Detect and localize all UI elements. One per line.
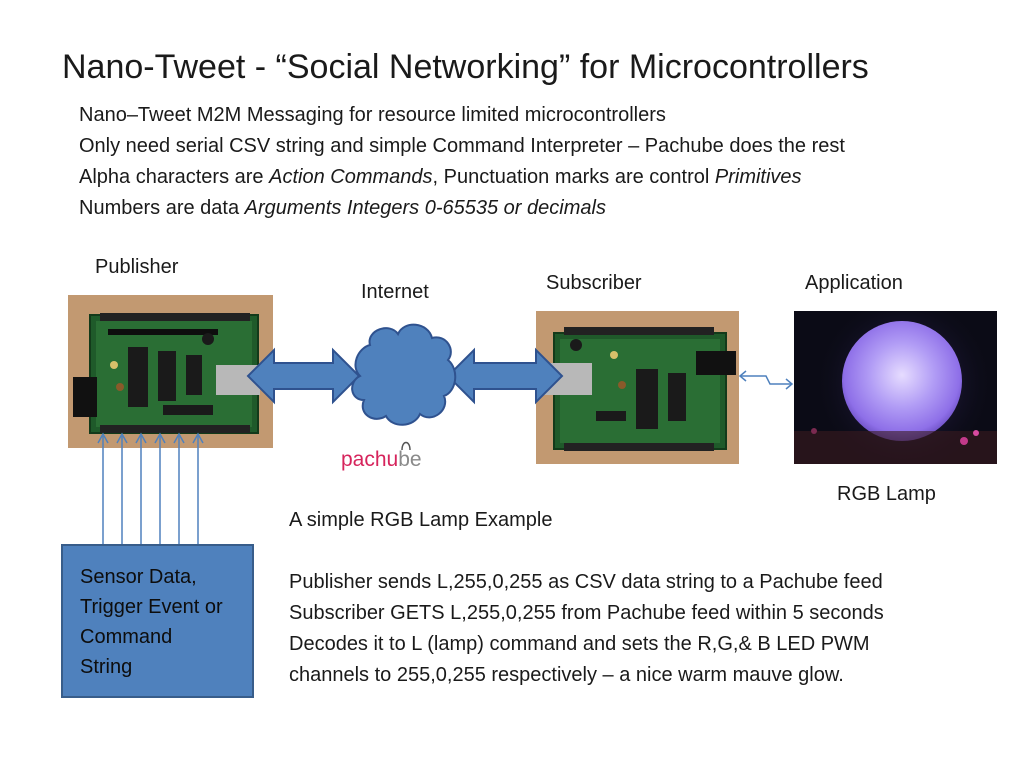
sensor-box-line-3: Command bbox=[80, 626, 173, 648]
internet-cloud-icon bbox=[351, 323, 457, 426]
small-double-arrow bbox=[738, 370, 794, 390]
intro-line-4-a: Numbers are data bbox=[79, 197, 245, 219]
pachube-logo-hook-icon bbox=[401, 441, 411, 451]
intro-text: Nano–Tweet M2M Messaging for resource li… bbox=[79, 100, 845, 224]
publisher-label: Publisher bbox=[95, 256, 179, 278]
intro-line-4: Numbers are data Arguments Integers 0-65… bbox=[79, 193, 845, 224]
pachube-logo-part2: be bbox=[398, 448, 422, 471]
sensor-data-box: Sensor Data, Trigger Event or Command St… bbox=[61, 544, 254, 698]
pachube-logo: pachube bbox=[341, 448, 422, 472]
notes-line-1: A simple RGB Lamp Example bbox=[289, 509, 553, 531]
sensor-box-line-1: Sensor Data, bbox=[80, 566, 197, 588]
intro-line-2: Only need serial CSV string and simple C… bbox=[79, 135, 845, 157]
application-label: Application bbox=[805, 272, 903, 294]
sensor-box-line-2: Trigger Event or bbox=[80, 596, 223, 618]
intro-line-1: Nano–Tweet M2M Messaging for resource li… bbox=[79, 104, 666, 126]
intro-line-4-b: Arguments Integers 0-65535 or decimals bbox=[244, 197, 606, 219]
rgb-lamp-label: RGB Lamp bbox=[837, 483, 936, 505]
intro-line-3-b: Action Commands bbox=[269, 166, 433, 188]
slide-title: Nano-Tweet - “Social Networking” for Mic… bbox=[62, 48, 869, 86]
intro-line-3-a: Alpha characters are bbox=[79, 166, 270, 188]
notes-line-4: Subscriber GETS L,255,0,255 from Pachube… bbox=[289, 602, 884, 624]
notes-line-2 bbox=[289, 536, 884, 567]
notes-line-5: Decodes it to L (lamp) command and sets … bbox=[289, 633, 870, 655]
right-double-arrow bbox=[446, 347, 564, 405]
rgb-lamp-photo bbox=[794, 311, 997, 464]
intro-line-3-c: , Punctuation marks are control bbox=[432, 166, 715, 188]
subscriber-board-photo bbox=[536, 311, 739, 464]
internet-label: Internet bbox=[361, 281, 429, 303]
sensor-box-line-4: String bbox=[80, 656, 133, 678]
intro-line-3-d: Primitives bbox=[714, 166, 802, 188]
sensor-input-arrows bbox=[97, 432, 204, 544]
example-notes: A simple RGB Lamp Example Publisher send… bbox=[289, 505, 884, 691]
left-double-arrow bbox=[246, 347, 361, 405]
pachube-logo-part1: pachu bbox=[341, 448, 399, 471]
publisher-board-photo bbox=[68, 295, 273, 448]
subscriber-label: Subscriber bbox=[546, 272, 642, 294]
notes-line-3: Publisher sends L,255,0,255 as CSV data … bbox=[289, 571, 883, 593]
intro-line-3: Alpha characters are Action Commands, Pu… bbox=[79, 162, 845, 193]
notes-line-6: channels to 255,0,255 respectively – a n… bbox=[289, 664, 844, 686]
